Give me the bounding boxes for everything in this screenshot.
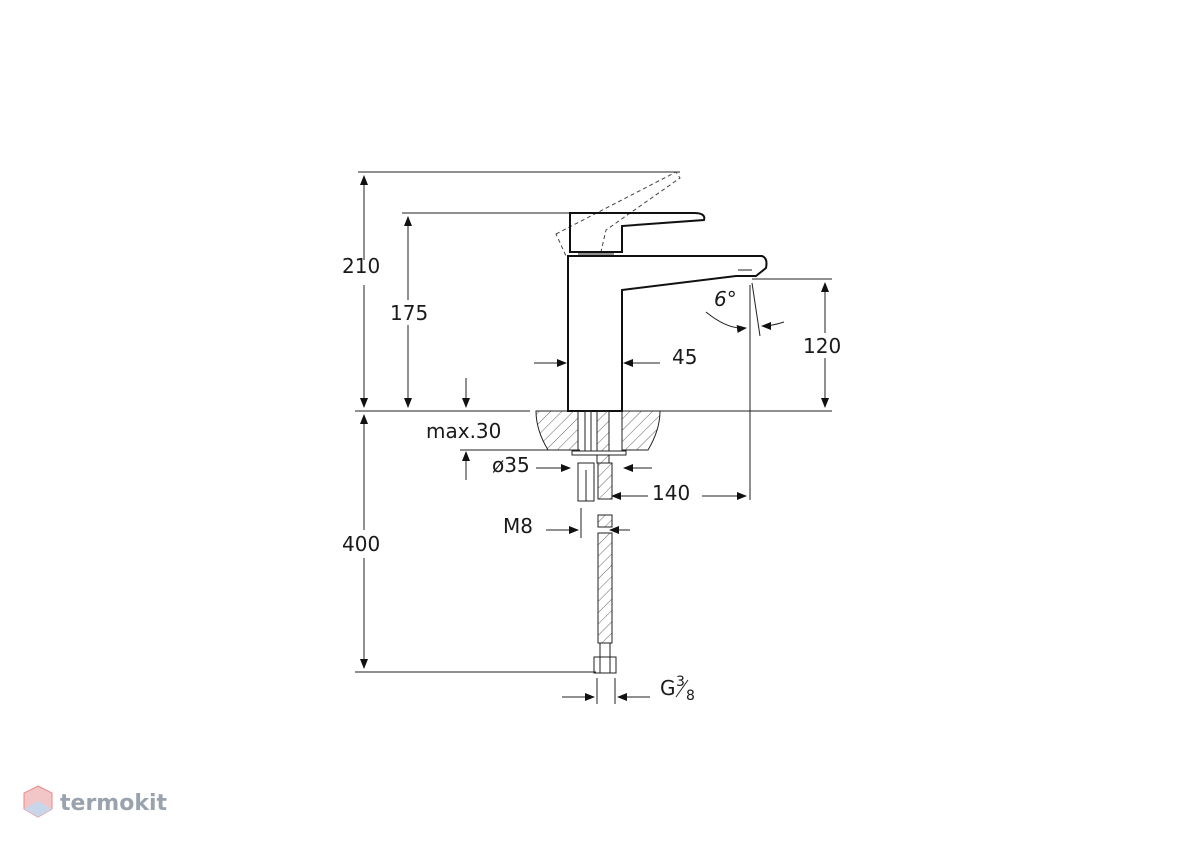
dim-45: 45 xyxy=(534,345,697,369)
dim-400: 400 xyxy=(342,414,380,669)
dim-120-label: 120 xyxy=(803,334,841,358)
mounting-assembly xyxy=(571,410,627,674)
dim-g38-numerator: 3 xyxy=(676,674,685,690)
dim-m8-label: M8 xyxy=(503,514,533,538)
dim-175: 175 xyxy=(390,216,428,408)
dim-140: 140 xyxy=(611,481,747,505)
dim-angle: 6° xyxy=(705,282,785,337)
dim-m8: M8 xyxy=(503,508,630,538)
dim-d35-label: ø35 xyxy=(492,453,530,477)
dim-d35: ø35 xyxy=(492,453,652,477)
countertop xyxy=(535,410,661,451)
dim-g38: G 3 8 xyxy=(562,674,695,704)
faucet xyxy=(555,171,768,412)
extension-lines xyxy=(355,171,832,673)
dim-120: 120 xyxy=(803,282,841,408)
dim-max30: max.30 xyxy=(426,378,580,480)
dim-210-label: 210 xyxy=(342,254,380,278)
dim-g38-denominator: 8 xyxy=(686,688,695,704)
dim-angle-label: 6° xyxy=(714,287,737,311)
dim-g38-prefix: G xyxy=(660,676,676,700)
dim-400-label: 400 xyxy=(342,532,380,556)
watermark-text: termokit xyxy=(60,791,167,816)
watermark: termokit xyxy=(23,785,167,818)
dim-140-label: 140 xyxy=(652,481,690,505)
dim-175-label: 175 xyxy=(390,301,428,325)
dim-max30-label: max.30 xyxy=(426,419,501,443)
dim-210: 210 xyxy=(342,175,380,408)
dim-45-label: 45 xyxy=(672,345,697,369)
